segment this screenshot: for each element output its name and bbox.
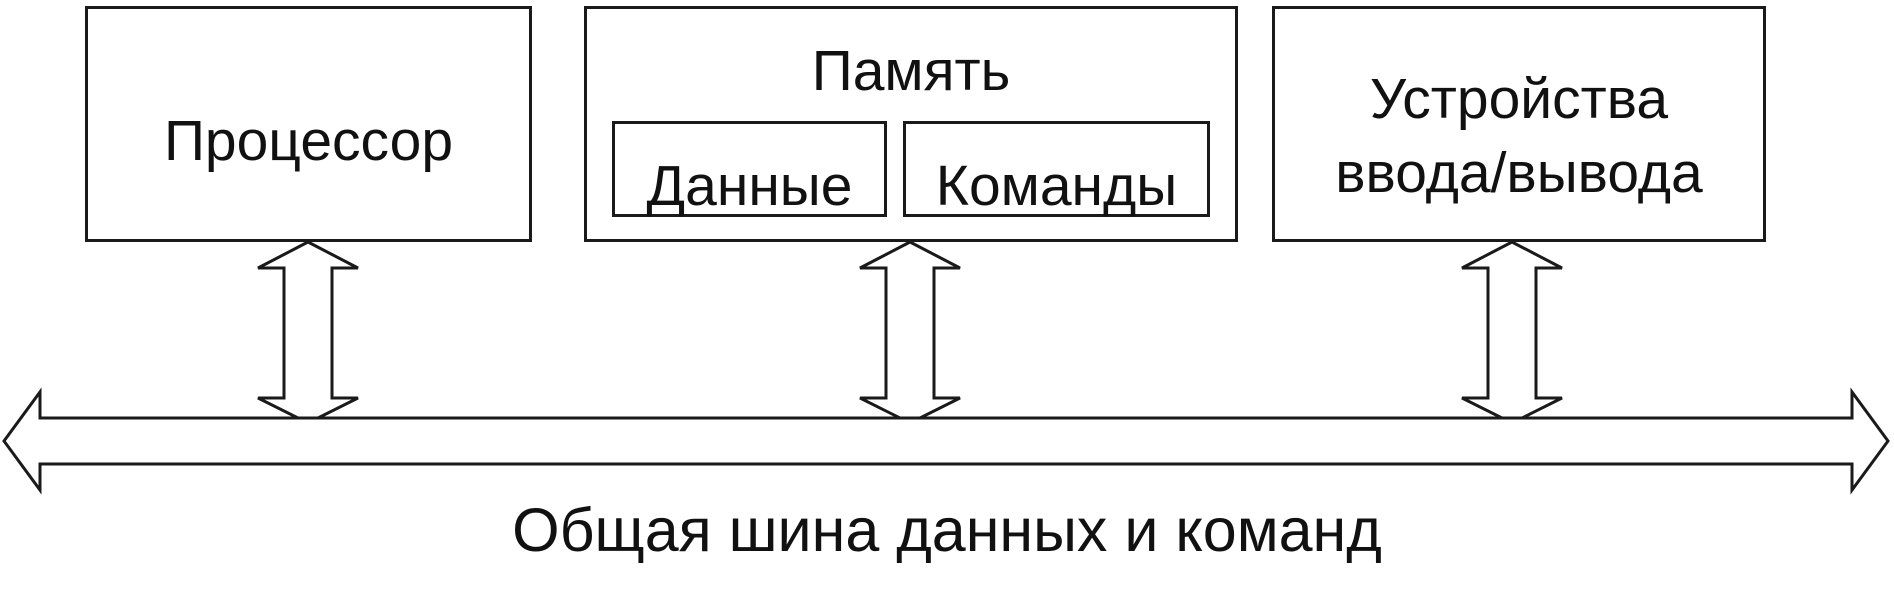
io-devices-box: Устройства ввода/вывода <box>1272 6 1766 242</box>
io-bus-arrow <box>1461 240 1563 425</box>
io-label-line1: Устройства <box>1369 67 1669 131</box>
processor-bus-arrow <box>257 240 359 425</box>
processor-box: Процессор <box>85 6 532 242</box>
memory-box: Память Данные Команды <box>584 6 1238 242</box>
bus-caption: Общая шина данных и команд <box>512 496 1382 564</box>
memory-bus-arrow <box>859 240 961 425</box>
processor-label: Процессор <box>163 109 454 173</box>
memory-data-box: Данные <box>612 121 887 218</box>
common-bus-arrow <box>2 387 1890 495</box>
memory-title: Память <box>811 39 1011 103</box>
io-label-line2: ввода/вывода <box>1335 141 1703 205</box>
memory-commands-label: Команды <box>935 154 1178 218</box>
memory-commands-box: Команды <box>903 121 1210 218</box>
memory-data-label: Данные <box>646 154 853 218</box>
